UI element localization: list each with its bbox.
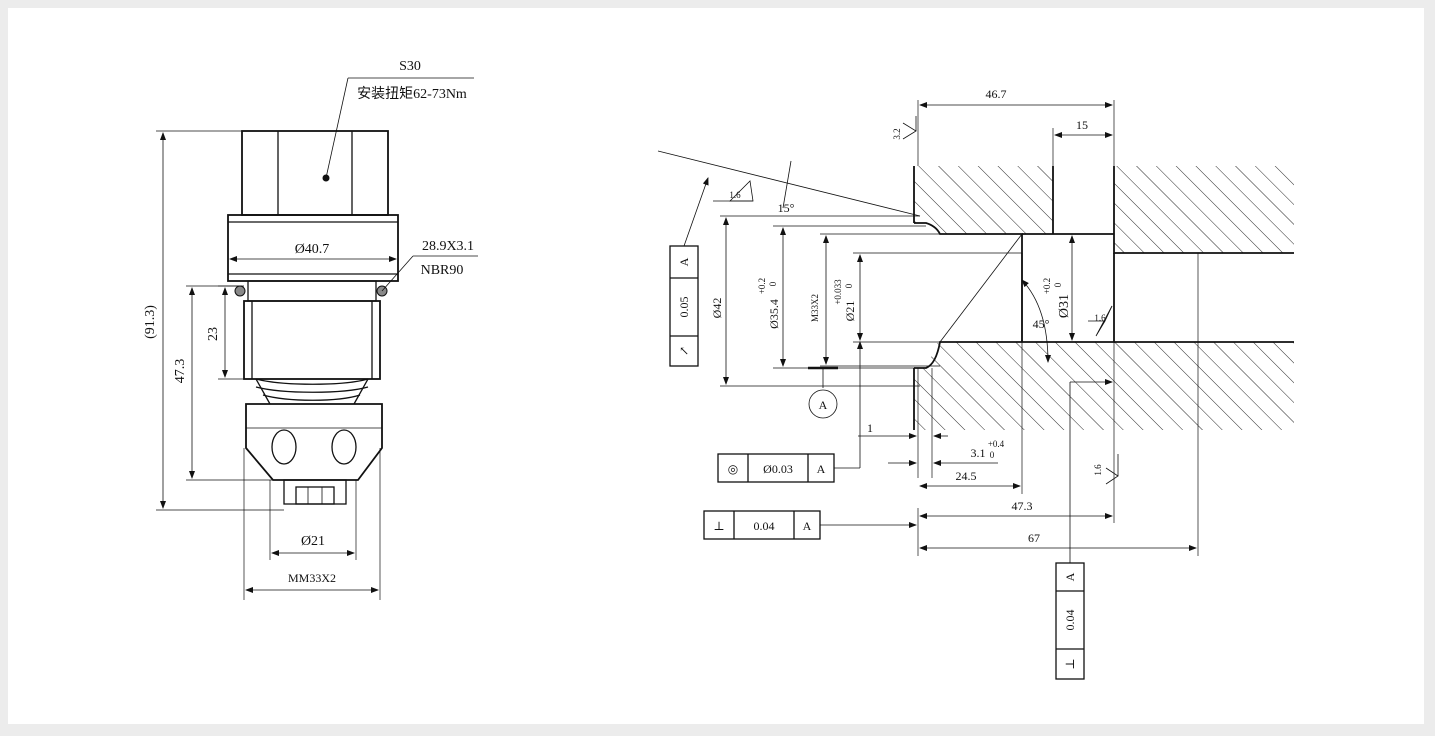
- sensor-tip: [245, 403, 383, 481]
- body-length-label: 47.3: [173, 359, 188, 384]
- fcf-concentric-datum: A: [817, 462, 826, 476]
- fcf-concentric-value: Ø0.03: [763, 462, 793, 476]
- fcf-concentricity: ◎ Ø0.03 A: [717, 341, 863, 483]
- dia-42: Ø42: [710, 298, 724, 319]
- thread-spec-label: MM33X2: [288, 571, 336, 585]
- dia-21-tol-upper: +0.033: [833, 279, 843, 305]
- roughness-face: 1.6: [1093, 464, 1103, 476]
- dia-35-4-tol-upper: +0.2: [757, 278, 767, 294]
- fcf-runout: A 0.05 ↗: [669, 177, 709, 367]
- dim-47-3: 47.3: [1012, 499, 1033, 513]
- drawing-frame: S30 安装扭矩62-73Nm Ø40.7 28.9X3.1 NBR90 (91…: [8, 8, 1424, 724]
- o-ring-left: [234, 285, 246, 297]
- hex-size-label: S30: [399, 59, 421, 74]
- dia-31: Ø31: [1057, 294, 1072, 318]
- dim-67: 67: [1028, 531, 1040, 545]
- oring-material-label: NBR90: [421, 263, 464, 278]
- sensor-side-view: S30 安装扭矩62-73Nm Ø40.7 28.9X3.1 NBR90 (91…: [143, 59, 478, 600]
- fcf-perp-left: ⊥ 0.04 A: [703, 510, 917, 540]
- technical-drawing: S30 安装扭矩62-73Nm Ø40.7 28.9X3.1 NBR90 (91…: [143, 59, 1294, 680]
- dia-21-tol-lower: 0: [844, 283, 854, 288]
- dim-24-5: 24.5: [956, 469, 977, 483]
- fcf-perp-bottom: A 0.04 ⊥: [1055, 379, 1113, 680]
- dia-35-4: Ø35.4: [767, 299, 781, 329]
- fcf-perp-left-symbol: ⊥: [713, 519, 724, 533]
- fcf-runout-value: 0.05: [677, 297, 691, 318]
- oring-size-label: 28.9X3.1: [422, 239, 474, 254]
- overall-length-label: (91.3): [143, 305, 158, 339]
- port-section-view: 46.7 15 3.2 1.6 15° Ø42 Ø35.4 +0.2 0 M33…: [657, 87, 1294, 680]
- dim-3-1-tol-lower: 0: [990, 450, 995, 460]
- roughness-top: 3.2: [892, 128, 902, 139]
- hex-head: [241, 130, 389, 216]
- dia-21: Ø21: [843, 301, 857, 322]
- dia-31-tol-lower: 0: [1053, 282, 1063, 287]
- dim-bore-depth: 15: [1076, 118, 1088, 132]
- roughness-bore: 1.6: [1094, 313, 1106, 323]
- thread-m33: M33X2: [810, 294, 820, 322]
- fcf-runout-symbol: ↗: [677, 346, 691, 356]
- tip-dia-label: Ø21: [301, 534, 325, 549]
- datum-a-bubble: [808, 389, 838, 419]
- fcf-perp-left-datum: A: [803, 519, 812, 533]
- fcf-perp-left-value: 0.04: [754, 519, 775, 533]
- thread-length-label: 23: [206, 327, 221, 341]
- dim-3-1: 3.1: [971, 446, 986, 460]
- fcf-perp-bottom-symbol: ⊥: [1063, 658, 1077, 669]
- chamfer-angle: 15°: [778, 201, 795, 215]
- fcf-perp-bottom-value: 0.04: [1063, 610, 1077, 631]
- dia-31-tol-upper: +0.2: [1042, 278, 1052, 294]
- flange-dia-label: Ø40.7: [295, 242, 330, 257]
- angle-45: 45°: [1033, 317, 1050, 331]
- torque-note: 安装扭矩62-73Nm: [357, 86, 467, 102]
- dia-35-4-tol-lower: 0: [768, 281, 778, 286]
- fcf-perp-bottom-datum: A: [1063, 572, 1077, 581]
- fcf-runout-datum: A: [677, 257, 691, 266]
- dim-3-1-tol-upper: +0.4: [988, 439, 1005, 449]
- datum-label: A: [819, 398, 828, 412]
- thread-body: [243, 300, 381, 380]
- fcf-concentric-symbol: ◎: [728, 462, 738, 476]
- dim-total-depth: 46.7: [986, 87, 1007, 101]
- dim-1: 1: [867, 421, 873, 435]
- roughness-chamfer: 1.6: [729, 190, 741, 200]
